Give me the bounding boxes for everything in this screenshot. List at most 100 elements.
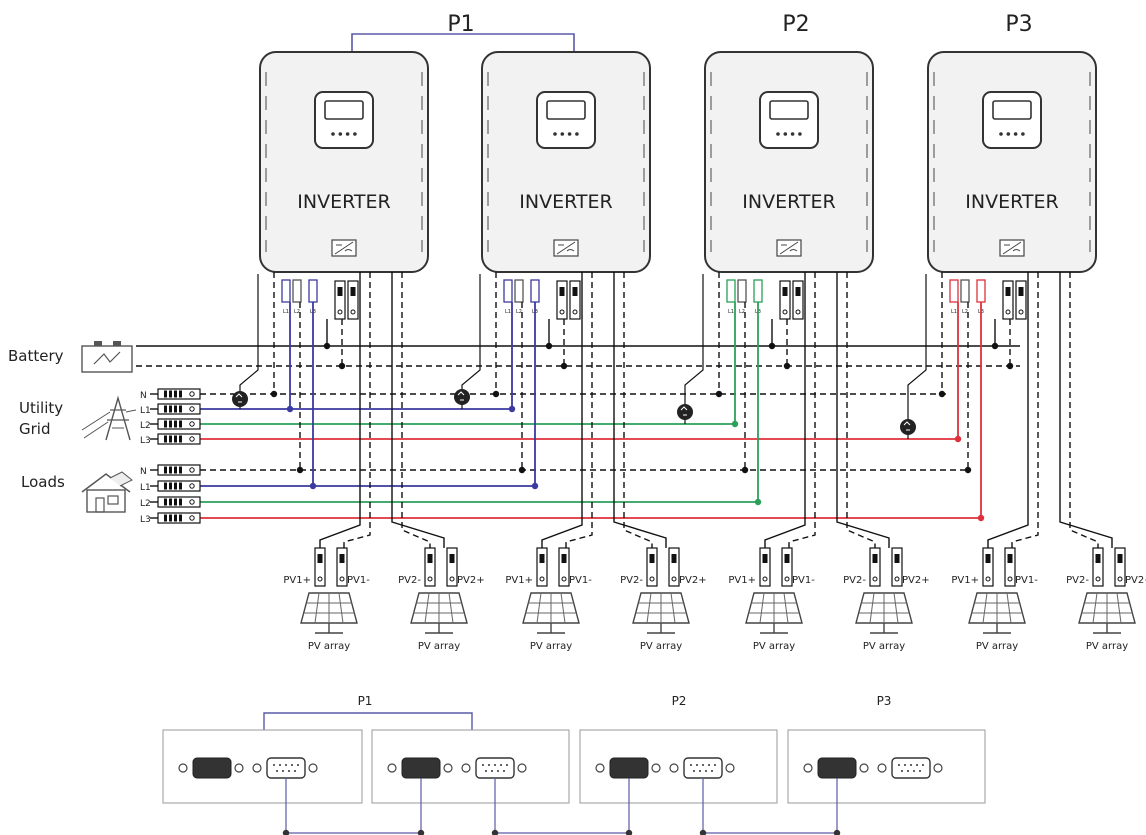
- display-button: [776, 132, 780, 136]
- pv-fuse-block: [1114, 547, 1126, 587]
- pv-terminal-label: PV2+: [1125, 575, 1146, 586]
- pv-fuse: [317, 554, 323, 563]
- junction-dot: [518, 466, 526, 474]
- house-door: [95, 497, 105, 513]
- battery-terminal-fuse: [572, 287, 578, 296]
- grid-breaker-l2-pole: [169, 420, 172, 428]
- db-pin: [913, 770, 915, 772]
- ac-terminal-tag: L2: [516, 309, 522, 315]
- pv-array-4-1: PV1+PV1-PV array: [951, 547, 1038, 652]
- pv-array-2-1: PV1+PV1-PV array: [505, 547, 592, 652]
- p1-parallel-link: [351, 33, 575, 52]
- pv-array-label: PV array: [976, 641, 1018, 652]
- db-pin: [711, 770, 713, 772]
- inverter-1: INVERTERL1L2L3: [259, 51, 429, 320]
- loads-breaker-l1-pole: [164, 482, 167, 490]
- panel-grid: [869, 592, 875, 624]
- ac-terminal-tag: L1: [283, 309, 289, 315]
- junction-dot: [754, 498, 762, 506]
- db-pin: [503, 770, 505, 772]
- bottom-label-p2: P2: [672, 694, 687, 708]
- junction-dot: [991, 342, 999, 350]
- pv-array-3-1: PV1+PV1-PV array: [728, 547, 815, 652]
- comm-junction: [833, 829, 841, 835]
- pv-array-label: PV array: [418, 641, 460, 652]
- db-pin: [500, 764, 502, 766]
- pv-terminal-label: PV1-: [792, 575, 815, 586]
- db-port-light: [266, 757, 306, 779]
- display-screen: [769, 100, 809, 120]
- bottom-p1-link: [263, 712, 473, 730]
- pv1-positive-wire: [319, 272, 361, 548]
- junction-dot: [1006, 362, 1014, 370]
- pv-terminal-label: PV2+: [679, 575, 707, 586]
- pv-array-label: PV array: [753, 641, 795, 652]
- pv-array-label: PV array: [863, 641, 905, 652]
- ac-terminal: [949, 279, 959, 303]
- db-pin: [291, 764, 293, 766]
- pv-terminal-label: PV2+: [902, 575, 930, 586]
- pv-fuse-screw: [1007, 576, 1013, 582]
- db-port-light: [475, 757, 515, 779]
- loads-breaker-l3-tag: L3: [140, 515, 151, 525]
- pv-fuse-block: [668, 547, 680, 587]
- loads-breaker-l3-pole: [169, 514, 172, 522]
- panel-grid: [982, 592, 988, 624]
- ac-terminal: [503, 279, 513, 303]
- inverter-body: [927, 51, 1097, 273]
- pv-fuse: [427, 554, 433, 563]
- loads-breaker-l2-pole: [164, 498, 167, 506]
- pv-fuse-screw: [1117, 576, 1123, 582]
- pv-fuse-block: [646, 547, 658, 587]
- pv1-negative-wire: [343, 272, 371, 548]
- loads-breaker-l2-pole: [169, 498, 172, 506]
- pv-fuse-screw: [985, 576, 991, 582]
- grid-breaker-n-pole: [174, 390, 177, 398]
- display-button: [798, 132, 802, 136]
- junction-dot: [508, 405, 516, 413]
- pv-fuse-block: [1092, 547, 1104, 587]
- panel-screw: [443, 763, 453, 773]
- db-pin: [485, 770, 487, 772]
- panel-grid: [1006, 592, 1012, 624]
- display-button: [567, 132, 572, 136]
- pv-fuse: [671, 554, 677, 563]
- pv-terminal-label: PV2-: [1066, 575, 1089, 586]
- battery-terminal-block: [347, 280, 359, 320]
- battery-terminal-fuse: [559, 287, 565, 296]
- ct-clamp: [677, 404, 693, 420]
- house-window: [107, 495, 119, 505]
- ct-clamp-body: [454, 389, 470, 405]
- grid-breaker-n-screw: [189, 391, 195, 397]
- db-pin: [285, 764, 287, 766]
- ct-clamp-mark: [235, 393, 243, 403]
- junction-dot: [783, 362, 791, 370]
- ac-terminal: [726, 279, 736, 303]
- pv-fuse-block: [336, 547, 348, 587]
- grid-breaker-l2-tag: L2: [140, 421, 151, 431]
- panel-screw: [877, 763, 887, 773]
- power-line-2: [83, 421, 109, 439]
- pv-terminal-label: PV1+: [505, 575, 533, 586]
- db-pin: [705, 770, 707, 772]
- loads-breaker-n-tag: N: [140, 467, 147, 477]
- grid-breaker-l1-pole: [179, 405, 182, 413]
- grid-breaker-n-tag: N: [140, 391, 147, 401]
- pv-fuse: [872, 554, 878, 563]
- pv-fuse-screw: [671, 576, 677, 582]
- loads-breaker-l1-pole: [179, 482, 182, 490]
- loads-breaker-l2-pole: [174, 498, 177, 506]
- comm-panel-3: [579, 729, 778, 804]
- loads-breaker-l3: L3: [140, 512, 201, 525]
- db-pin: [488, 764, 490, 766]
- grid-breaker-l1-pole: [169, 405, 172, 413]
- db-pin: [904, 764, 906, 766]
- panel-grid: [646, 592, 652, 624]
- grid-breaker-l1-pole: [164, 405, 167, 413]
- inverter-label: INVERTER: [519, 191, 612, 213]
- ac-terminal-tag: L1: [505, 309, 511, 315]
- db-pin: [273, 764, 275, 766]
- pv-array-3-2: PV2-PV2+PV array: [843, 547, 930, 652]
- pv-fuse-block: [558, 547, 570, 587]
- house-roof: [81, 473, 131, 493]
